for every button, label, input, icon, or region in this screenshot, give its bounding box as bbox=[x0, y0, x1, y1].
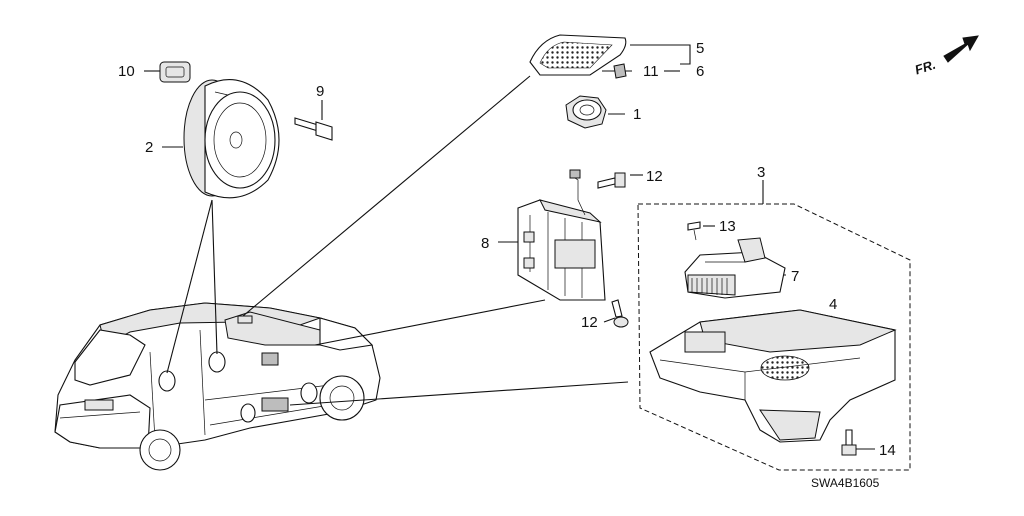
part-clip-11 bbox=[613, 63, 627, 79]
callout-8: 8 bbox=[481, 235, 489, 252]
callout-10: 10 bbox=[118, 63, 135, 80]
callout-13: 13 bbox=[719, 218, 736, 235]
assembly-frame-3 bbox=[637, 203, 911, 471]
callout-12-upper: 12 bbox=[646, 168, 663, 185]
part-bolt-14 bbox=[841, 429, 857, 456]
callout-5: 5 bbox=[696, 40, 704, 57]
callout-7: 7 bbox=[791, 268, 799, 285]
callout-14: 14 bbox=[879, 442, 896, 459]
part-grommet-10 bbox=[159, 61, 191, 83]
part-amplifier-8 bbox=[517, 169, 606, 301]
part-control-unit-7 bbox=[684, 237, 786, 299]
vehicle-illustration bbox=[54, 302, 381, 471]
callout-4: 4 bbox=[829, 296, 837, 313]
part-subwoofer-4 bbox=[649, 309, 897, 443]
callout-6: 6 bbox=[696, 63, 704, 80]
callout-9: 9 bbox=[316, 83, 324, 100]
callout-11: 11 bbox=[643, 63, 659, 80]
part-tweeter-1 bbox=[565, 95, 607, 129]
figure-code: SWA4B1605 bbox=[811, 476, 880, 490]
leader-lines bbox=[144, 44, 875, 450]
part-speaker-2 bbox=[183, 79, 280, 199]
part-screw-12-lower bbox=[611, 299, 629, 328]
part-grille-5-6 bbox=[529, 34, 627, 76]
callout-3: 3 bbox=[757, 164, 765, 181]
callout-1: 1 bbox=[633, 106, 641, 123]
callout-12-lower: 12 bbox=[581, 314, 598, 331]
part-bolt-9 bbox=[294, 117, 333, 141]
front-direction-indicator: FR. bbox=[913, 35, 979, 78]
front-arrow-icon bbox=[943, 35, 979, 63]
part-screw-12-upper bbox=[597, 172, 626, 189]
front-label: FR. bbox=[913, 57, 938, 78]
callout-2: 2 bbox=[145, 139, 153, 156]
part-screw-13 bbox=[687, 221, 701, 241]
callouts: 10 9 2 5 6 11 1 12 3 13 8 7 4 12 14 bbox=[118, 40, 896, 459]
